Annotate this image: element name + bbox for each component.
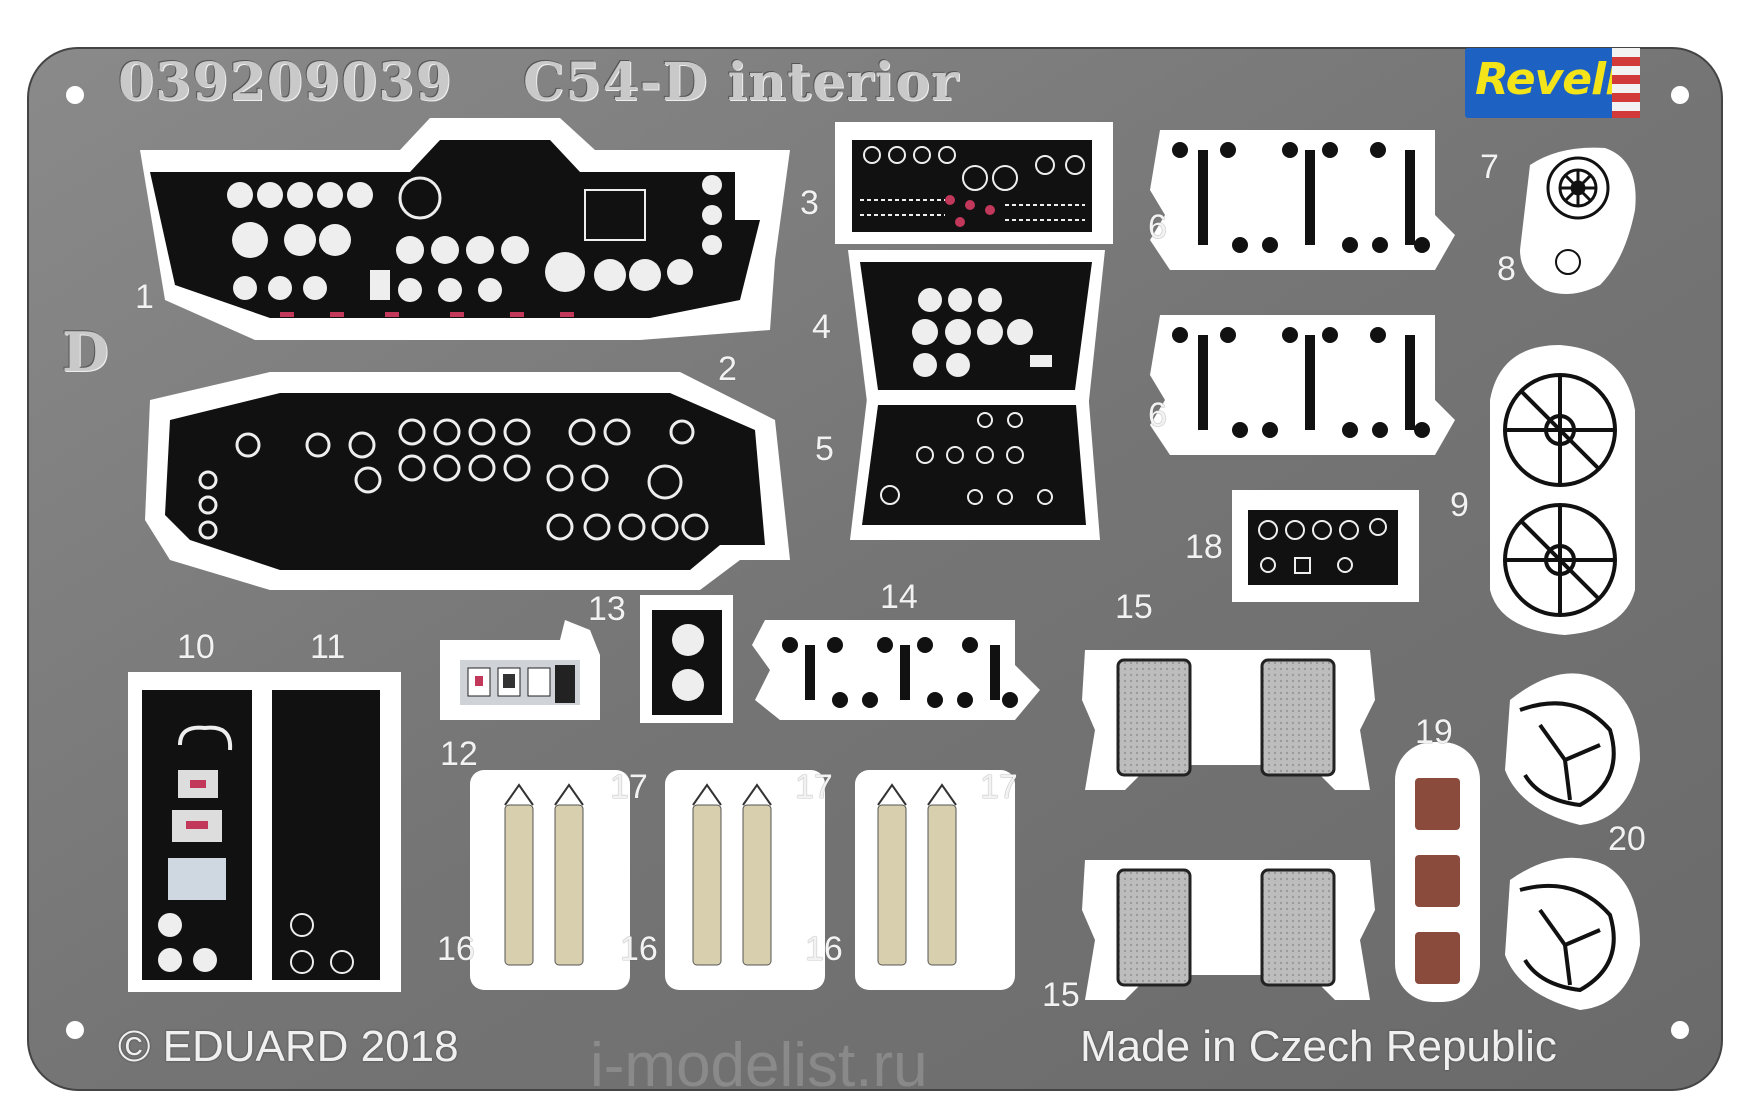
copyright: © EDUARD 2018 [118,1022,459,1071]
made-in: Made in Czech Republic [1080,1022,1557,1071]
sheet-title: C54-D interior [523,52,960,113]
part-19-pad [1415,778,1460,830]
part-16-17-belts-b [665,770,825,990]
part-label-6b: 6 [1148,396,1167,434]
part-label-17c: 17 [980,768,1018,806]
part-label-5: 5 [815,430,834,468]
mount-hole [1671,1021,1689,1039]
part-4-gauges [912,288,1052,377]
part-label-1: 1 [135,278,154,316]
part-label-16b: 16 [620,930,658,968]
part-20-yokes [1505,673,1640,1010]
part-label-2: 2 [718,350,737,388]
part-label-13: 13 [588,590,626,628]
mount-hole [66,86,84,104]
sheet-code: 039209039 [118,52,453,113]
part-label-16c: 16 [805,930,843,968]
mount-hole [1671,86,1689,104]
part-label-11: 11 [310,628,346,666]
part-label-15b: 15 [1042,976,1080,1014]
part-13-gauge [672,624,704,656]
part-label-18: 18 [1185,528,1223,566]
part-19-pad [1415,932,1460,984]
part-5-panel [862,405,1086,525]
part-label-7: 7 [1480,148,1499,186]
part-18-gauges [1258,518,1387,574]
part-label-20: 20 [1608,820,1646,858]
part-6-upper [1150,130,1455,270]
revell-logo: Revell [1465,48,1640,118]
part-label-14: 14 [880,578,918,616]
part-label-3: 3 [800,184,819,222]
part-label-4: 4 [812,308,831,346]
part-3-panel [852,140,1092,232]
part-1-red-lights [280,312,574,317]
part-19-pad [1415,855,1460,907]
part-3-details [860,146,1085,221]
part-label-8: 8 [1497,250,1516,288]
revell-logo-stripes [1612,48,1640,118]
part-2-panel [165,393,765,570]
part-9-wheels [1503,373,1617,617]
part-5-gauges [880,412,1053,505]
part-label-16a: 16 [437,930,475,968]
part-label-10: 10 [177,628,215,666]
part-16-17-belts-a [470,770,630,990]
part-label-15a: 15 [1115,588,1153,626]
part-14-strip [752,620,1040,720]
part-15-upper [1082,650,1375,790]
part-6-lower [1150,315,1455,455]
part-label-9: 9 [1450,486,1469,524]
part-11-details [290,913,354,974]
fret-letter: D [62,320,110,384]
revell-logo-text: Revell [1475,54,1620,105]
part-label-17b: 17 [795,768,833,806]
part-15-lower [1082,860,1375,1000]
part-label-19: 19 [1415,713,1453,751]
part-3-red-dots [945,195,995,227]
part-9-cutout [1490,345,1635,635]
mount-hole [66,1021,84,1039]
part-1-instruments [227,175,722,302]
part-11-panel [272,690,380,980]
part-label-12: 12 [440,735,478,773]
part-12-details [467,665,575,703]
part-10-details [158,725,233,972]
part-label-17a: 17 [610,768,648,806]
watermark: i-modelist.ru [590,1031,928,1100]
part-7-wheel [1546,156,1610,220]
part-label-6a: 6 [1148,208,1167,246]
part-2-gauges [198,418,709,541]
part-13-gauge [672,669,704,701]
part-8-disc [1555,249,1581,275]
part-4-panel [860,262,1092,390]
part-16-17-belts-c [855,770,1015,990]
